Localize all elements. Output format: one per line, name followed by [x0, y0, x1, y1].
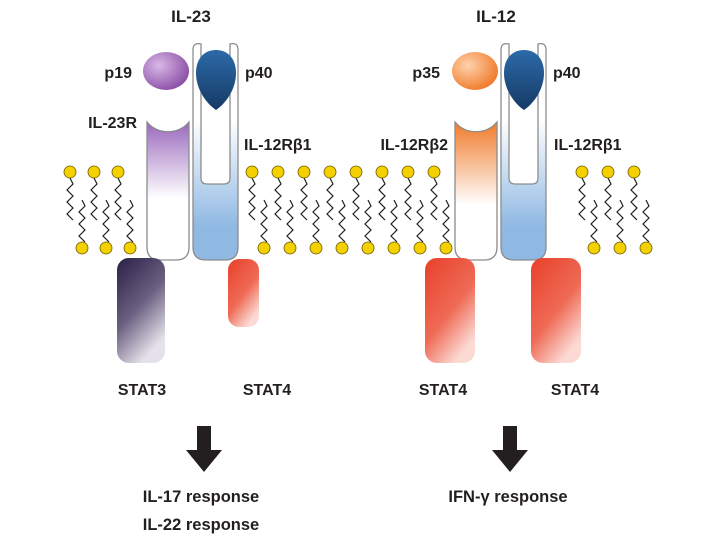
lipid-tail [78, 199, 86, 243]
stat4-protein-right-b [531, 258, 581, 363]
lipid-head [387, 241, 401, 255]
il12rb2-receptor [454, 120, 498, 261]
p40-label-left: p40 [245, 65, 273, 82]
lipid-tail [286, 199, 294, 243]
lipid-head [401, 165, 415, 179]
lipid-head [349, 165, 363, 179]
il12rb1-label-left: IL-12Rβ1 [244, 137, 312, 154]
lipid-head [271, 165, 285, 179]
p35-label: p35 [412, 65, 440, 82]
lipid-tail [102, 199, 110, 243]
lipid-tail [260, 199, 268, 243]
lipid-head [309, 241, 323, 255]
il22-response-label: IL-22 response [143, 516, 259, 534]
lipid-head [87, 165, 101, 179]
il23r-receptor [146, 120, 190, 261]
lipid-tail [404, 177, 412, 221]
il23-receptor-complex [117, 42, 259, 363]
stat3-label: STAT3 [118, 382, 166, 399]
il12rb1-receptor-right [500, 42, 547, 261]
lipid-tail [604, 177, 612, 221]
il12rb1-receptor-left [192, 42, 239, 261]
lipid-tail [338, 199, 346, 243]
lipid-tail [300, 177, 308, 221]
stat4-label-left: STAT4 [243, 382, 291, 399]
down-arrow-right [492, 426, 528, 472]
lipid-tail [630, 177, 638, 221]
lipid-head [413, 241, 427, 255]
lipid-tail [442, 199, 450, 243]
stat4-protein-right-a [425, 258, 475, 363]
lipid-head [111, 165, 125, 179]
lipid-head [613, 241, 627, 255]
lipid-tail [66, 177, 74, 221]
lipid-head [283, 241, 297, 255]
il12-receptor-complex [425, 42, 581, 363]
il23-label: IL-23 [171, 7, 211, 26]
lipid-tail [430, 177, 438, 221]
stat4-label-right-b: STAT4 [551, 382, 599, 399]
il23r-label: IL-23R [88, 115, 137, 132]
lipid-head [575, 165, 589, 179]
lipid-tail [390, 199, 398, 243]
p40-subunit-left [196, 50, 236, 110]
lipid-tail [578, 177, 586, 221]
il12rb2-label: IL-12Rβ2 [380, 137, 448, 154]
lipid-tail [274, 177, 282, 221]
lipid-head [245, 165, 259, 179]
p40-subunit-right [504, 50, 544, 110]
lipid-head [99, 241, 113, 255]
lipid-tail [352, 177, 360, 221]
down-arrow-left [186, 426, 222, 472]
stat4-protein-left [228, 259, 259, 327]
lipid-tail [126, 199, 134, 243]
cell-membrane [63, 165, 653, 255]
lipid-tail [590, 199, 598, 243]
stat3-protein [117, 258, 165, 363]
lipid-head [335, 241, 349, 255]
p40-label-right: p40 [553, 65, 581, 82]
stat4-label-right-a: STAT4 [419, 382, 467, 399]
lipid-head [257, 241, 271, 255]
il12rb1-label-right: IL-12Rβ1 [554, 137, 622, 154]
lipid-head [627, 165, 641, 179]
lipid-head [639, 241, 653, 255]
lipid-head [63, 165, 77, 179]
lipid-tail [364, 199, 372, 243]
lipid-tail [378, 177, 386, 221]
lipid-tail [114, 177, 122, 221]
il17-response-label: IL-17 response [143, 488, 259, 506]
lipid-tail [416, 199, 424, 243]
lipid-tail [248, 177, 256, 221]
lipid-head [297, 165, 311, 179]
ifn-gamma-response-label: IFN-γ response [448, 488, 567, 506]
lipid-head [427, 165, 441, 179]
lipid-tail [616, 199, 624, 243]
lipid-head [587, 241, 601, 255]
lipid-head [323, 165, 337, 179]
p19-label: p19 [104, 65, 132, 82]
lipid-head [439, 241, 453, 255]
lipid-head [375, 165, 389, 179]
p35-subunit [452, 52, 498, 90]
il12-label: IL-12 [476, 7, 516, 26]
lipid-tail [326, 177, 334, 221]
lipid-head [361, 241, 375, 255]
lipid-tail [312, 199, 320, 243]
lipid-head [601, 165, 615, 179]
p19-subunit [143, 52, 189, 90]
lipid-head [75, 241, 89, 255]
lipid-tail [90, 177, 98, 221]
lipid-tail [642, 199, 650, 243]
lipid-head [123, 241, 137, 255]
